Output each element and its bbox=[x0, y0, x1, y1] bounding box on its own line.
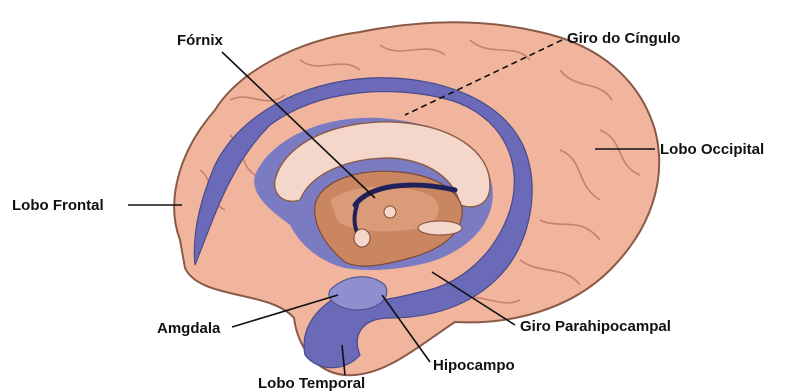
label-fornix: Fórnix bbox=[177, 32, 223, 49]
label-giro-cingulo: Giro do Cíngulo bbox=[567, 30, 680, 47]
pineal-region bbox=[418, 221, 462, 235]
label-hipocampo: Hipocampo bbox=[433, 357, 515, 374]
mammillary-body bbox=[354, 229, 370, 247]
label-lobo-temporal: Lobo Temporal bbox=[258, 375, 365, 392]
anterior-commissure bbox=[384, 206, 396, 218]
label-lobo-frontal: Lobo Frontal bbox=[12, 197, 104, 214]
label-amgdala: Amgdala bbox=[157, 320, 221, 337]
label-giro-parahipocampal: Giro Parahipocampal bbox=[520, 318, 671, 335]
label-lobo-occipital: Lobo Occipital bbox=[660, 141, 764, 158]
